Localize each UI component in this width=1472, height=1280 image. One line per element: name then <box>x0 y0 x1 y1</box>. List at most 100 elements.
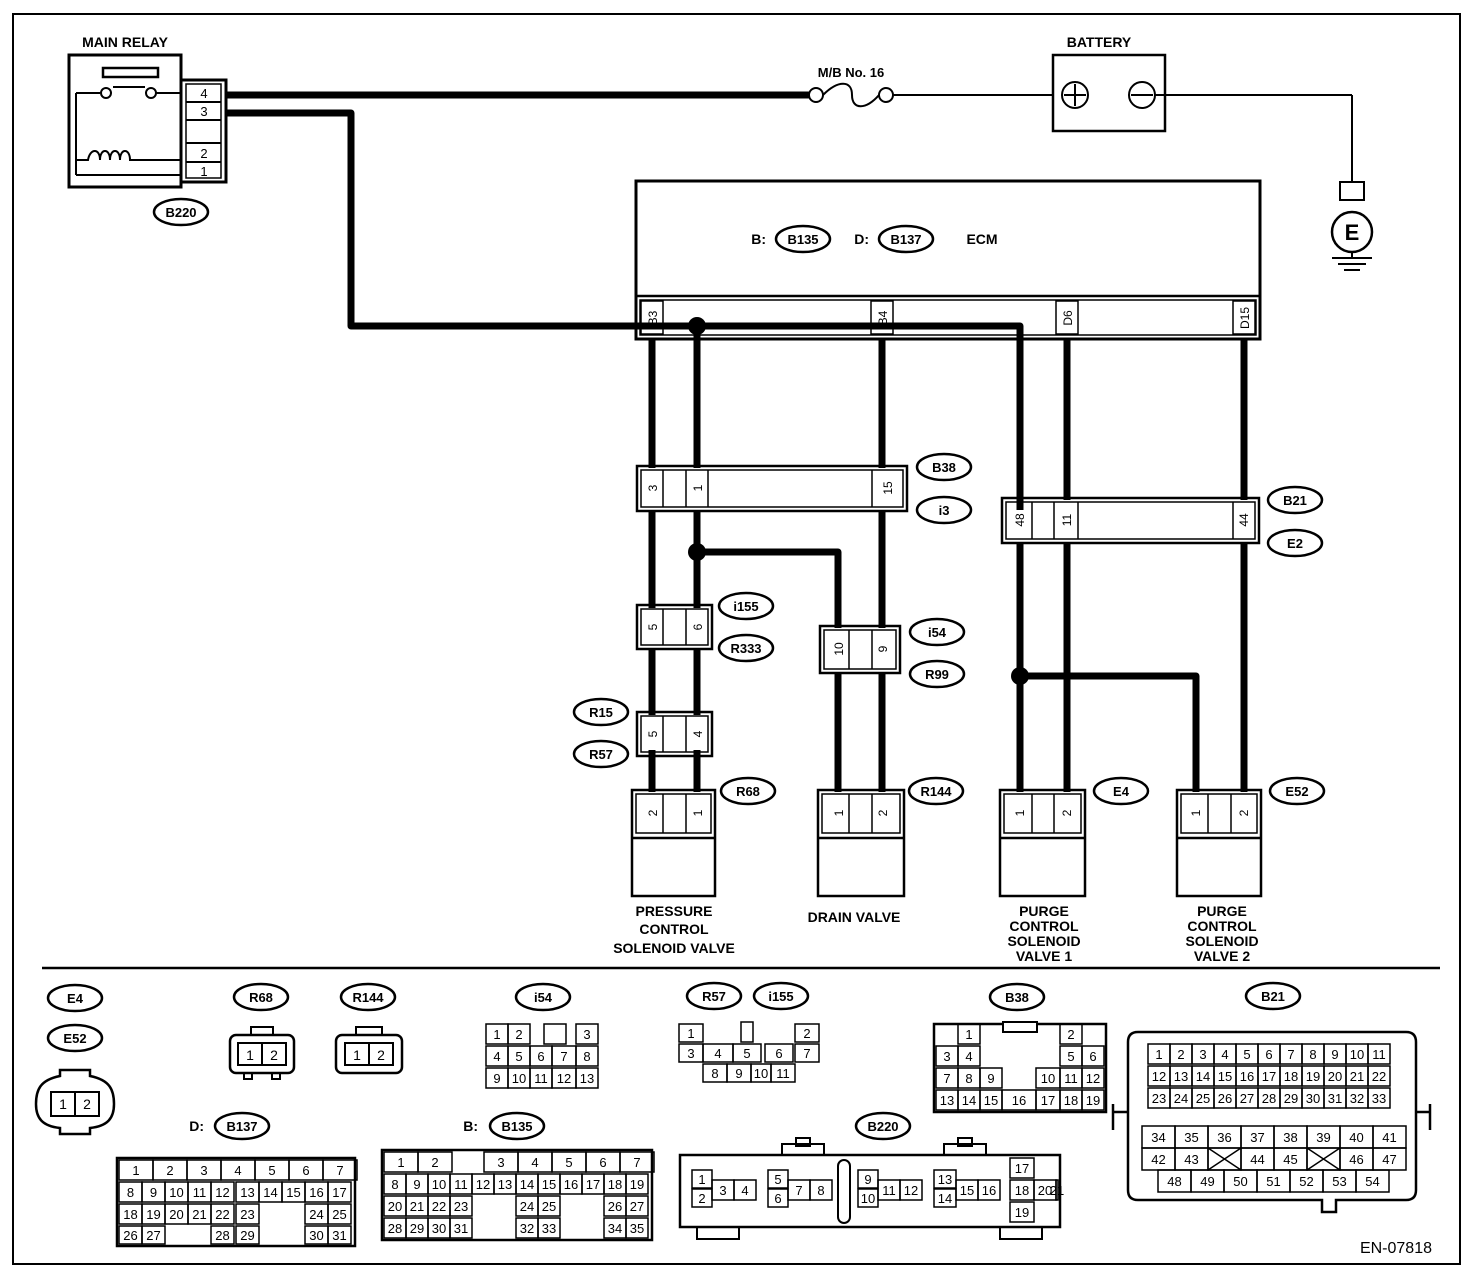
pin-label: 10 <box>861 1191 875 1206</box>
connector-r15-r57: 5 4 R15 R57 <box>572 697 714 769</box>
pin-label: 1 <box>698 1172 705 1187</box>
purge2-label-2: CONTROL <box>1187 918 1257 934</box>
pin-label: 35 <box>1184 1130 1198 1145</box>
ecm-b-prefix: B: <box>751 231 766 247</box>
main-relay-label: MAIN RELAY <box>82 34 168 50</box>
i54-face-pin-12: 12 <box>557 1071 571 1086</box>
pin-label: 3 <box>200 1163 207 1178</box>
pcsv-label-1: PRESSURE <box>635 903 712 919</box>
pin-label: 9 <box>1331 1047 1338 1062</box>
legend-badge-i155: i155 <box>768 989 793 1004</box>
pin-cell <box>235 1225 260 1245</box>
pin-cell <box>141 1225 166 1245</box>
pin-cell <box>977 1179 1001 1201</box>
pin-label: 23 <box>240 1207 254 1222</box>
pin-label: 31 <box>332 1228 346 1243</box>
pin-label: 26 <box>123 1228 137 1243</box>
pin-cell <box>327 1225 352 1245</box>
pin-label: 20 <box>169 1207 183 1222</box>
pin-cell <box>210 1203 235 1225</box>
battery-label: BATTERY <box>1067 34 1132 50</box>
pin-label: 32 <box>1350 1091 1364 1106</box>
legend-e4-pin-1: 1 <box>59 1096 67 1112</box>
pin-label: 2 <box>1177 1047 1184 1062</box>
r57-face-pin-6: 6 <box>775 1046 782 1061</box>
ecm-pin-d15: D15 <box>1238 307 1252 329</box>
pin-label: 9 <box>150 1185 157 1200</box>
pin-cell <box>809 1179 833 1201</box>
pin-label: 54 <box>1365 1174 1379 1189</box>
b21-pin-48: 48 <box>1013 513 1027 527</box>
battery: BATTERY <box>1051 34 1167 133</box>
legend-b-prefix: B: <box>463 1118 478 1134</box>
r57-face-pin-3: 3 <box>687 1046 694 1061</box>
pin-label: 37 <box>1250 1130 1264 1145</box>
pin-label: 38 <box>1283 1130 1297 1145</box>
pin-label: 5 <box>268 1163 275 1178</box>
pin-cell <box>449 1195 473 1217</box>
pin-label: 12 <box>215 1185 229 1200</box>
pin-label: 3 <box>719 1183 726 1198</box>
pin-label: 30 <box>309 1228 323 1243</box>
pin-cell <box>625 1173 649 1195</box>
b38-face-pin-6: 6 <box>1089 1049 1096 1064</box>
legend-r57-i155: R57 i155 1 2 3 4 5 6 7 8 9 10 11 <box>678 981 820 1083</box>
badge-b21: B21 <box>1283 493 1307 508</box>
relay-pin-1: 1 <box>200 164 207 179</box>
diagram-frame <box>12 13 1461 1265</box>
r144-pin-1: 1 <box>832 809 846 816</box>
pin-label: 22 <box>432 1199 446 1214</box>
legend-d-prefix: D: <box>189 1118 204 1134</box>
main-relay: MAIN RELAY 4 3 2 1 B220 <box>67 34 228 227</box>
pin-cell <box>1367 1065 1391 1087</box>
i54-face-pin-2: 2 <box>515 1027 522 1042</box>
fuse: M/B No. 16 <box>808 65 894 108</box>
pin-label: 7 <box>633 1155 640 1170</box>
ground: E <box>1155 94 1374 271</box>
pin-cell <box>899 1179 923 1201</box>
pin-label: 48 <box>1167 1174 1181 1189</box>
pin-label: 27 <box>630 1199 644 1214</box>
pin-cell <box>327 1181 352 1203</box>
pin-label: 50 <box>1233 1174 1247 1189</box>
pin-label: 42 <box>1151 1152 1165 1167</box>
r57-face-pin-8: 8 <box>711 1066 718 1081</box>
badge-r68: R68 <box>736 784 760 799</box>
pin-label: 52 <box>1299 1174 1313 1189</box>
pin-cell <box>857 1169 879 1189</box>
pin-label: 4 <box>531 1155 538 1170</box>
b38-face-pin-11: 11 <box>1064 1071 1078 1086</box>
pin-label: 18 <box>123 1207 137 1222</box>
pin-label: 1 <box>397 1155 404 1170</box>
pin-cell <box>1009 1201 1035 1223</box>
pin-label: 20 <box>1038 1183 1052 1198</box>
i155-pin-6: 6 <box>691 623 705 630</box>
pin-label: 25 <box>542 1199 556 1214</box>
b38-face-pin-1: 1 <box>965 1027 972 1042</box>
pin-label: 19 <box>630 1177 644 1192</box>
purge1-label-4: VALVE 1 <box>1016 948 1072 964</box>
pin-label: 32 <box>520 1221 534 1236</box>
connector-i54-r99: 10 9 i54 R99 <box>818 617 966 689</box>
pin-label: 39 <box>1316 1130 1330 1145</box>
pin-cell <box>322 1159 358 1181</box>
pcsv-label-2: CONTROL <box>639 921 709 937</box>
pin-cell <box>449 1217 473 1239</box>
ecm-label: ECM <box>966 231 997 247</box>
pin-label: 18 <box>1015 1183 1029 1198</box>
i54-face-pin-7: 7 <box>560 1049 567 1064</box>
pin-label: 46 <box>1349 1152 1363 1167</box>
pin-label: 8 <box>391 1177 398 1192</box>
connector-b21-e2: 48 11 44 B21 E2 <box>1000 485 1324 558</box>
legend-r144-pin-1: 1 <box>353 1047 361 1063</box>
badge-b220: B220 <box>165 205 196 220</box>
wires <box>226 91 1248 792</box>
pin-label: 4 <box>234 1163 241 1178</box>
connector-b38-i3: 3 1 15 B38 i3 <box>635 452 973 525</box>
b137-housing <box>115 1156 357 1248</box>
pin-label: 11 <box>193 1185 207 1200</box>
pin-label: 23 <box>1152 1091 1166 1106</box>
badge-r57: R57 <box>589 747 613 762</box>
pin-label: 28 <box>388 1221 402 1236</box>
